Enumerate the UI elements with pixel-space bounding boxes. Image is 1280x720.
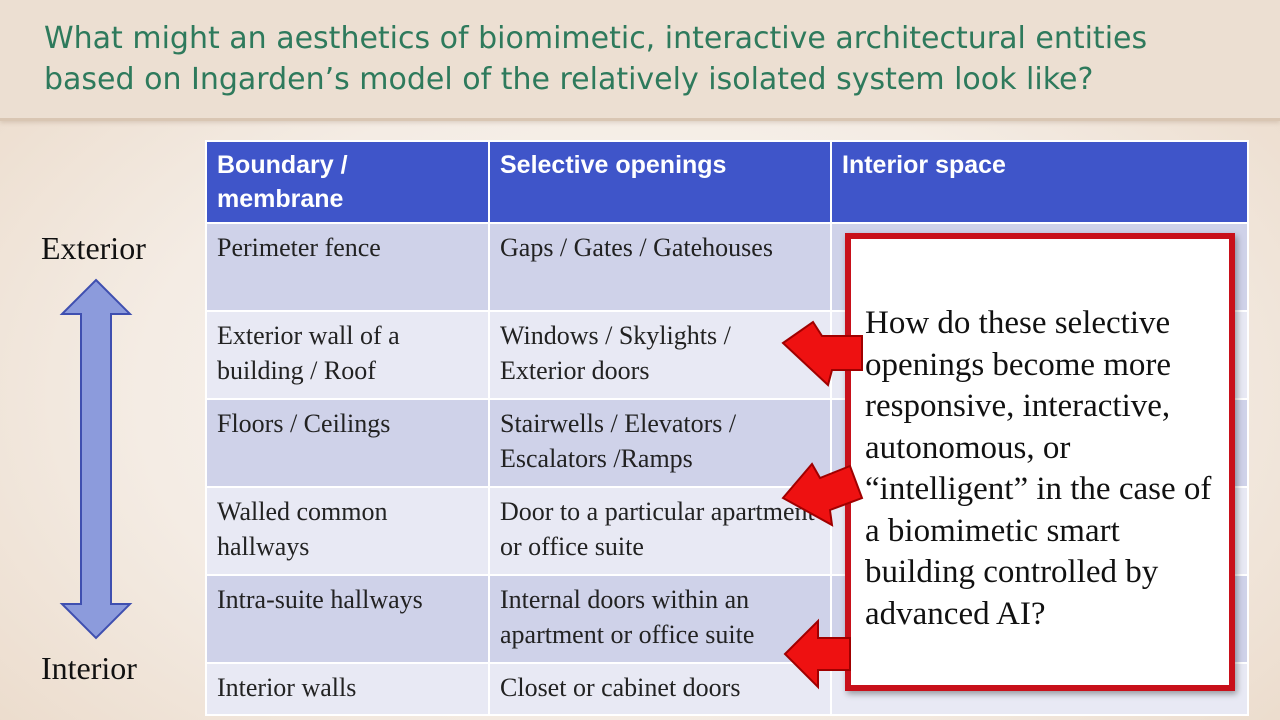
boundary-cell: Floors / Ceilings [205, 398, 490, 488]
opening-cell: Door to a particular apartment or office… [488, 486, 832, 576]
boundary-cell: Walled common hallways [205, 486, 490, 576]
question-callout: How do these selective openings become m… [845, 233, 1235, 691]
boundary-cell: Interior walls [205, 662, 490, 716]
header-selective-openings: Selective openings [488, 140, 832, 224]
opening-cell: Stairwells / Elevators / Escalators /Ram… [488, 398, 832, 488]
opening-cell: Closet or cabinet doors [488, 662, 832, 716]
red-pointer-arrow-icon [783, 618, 851, 690]
red-pointer-arrow-icon [781, 320, 863, 387]
header-boundary: Boundary / membrane [205, 140, 490, 224]
opening-cell: Windows / Skylights / Exterior doors [488, 310, 832, 400]
exterior-label: Exterior [41, 230, 146, 266]
callout-text: How do these selective openings become m… [865, 305, 1212, 632]
boundary-cell: Intra-suite hallways [205, 574, 490, 664]
interior-label: Interior [41, 650, 137, 686]
title-band [0, 0, 1280, 121]
slide-title: What might an aesthetics of biomimetic, … [44, 21, 1148, 97]
double-headed-arrow-icon [59, 278, 133, 640]
boundary-cell: Perimeter fence [205, 222, 490, 312]
opening-cell: Internal doors within an apartment or of… [488, 574, 832, 664]
opening-cell: Gaps / Gates / Gatehouses [488, 222, 832, 312]
header-interior-space: Interior space [830, 140, 1249, 224]
boundary-cell: Exterior wall of a building / Roof [205, 310, 490, 400]
table-header-row: Boundary / membrane Selective openings I… [205, 140, 1249, 224]
red-pointer-arrow-icon [781, 462, 864, 527]
